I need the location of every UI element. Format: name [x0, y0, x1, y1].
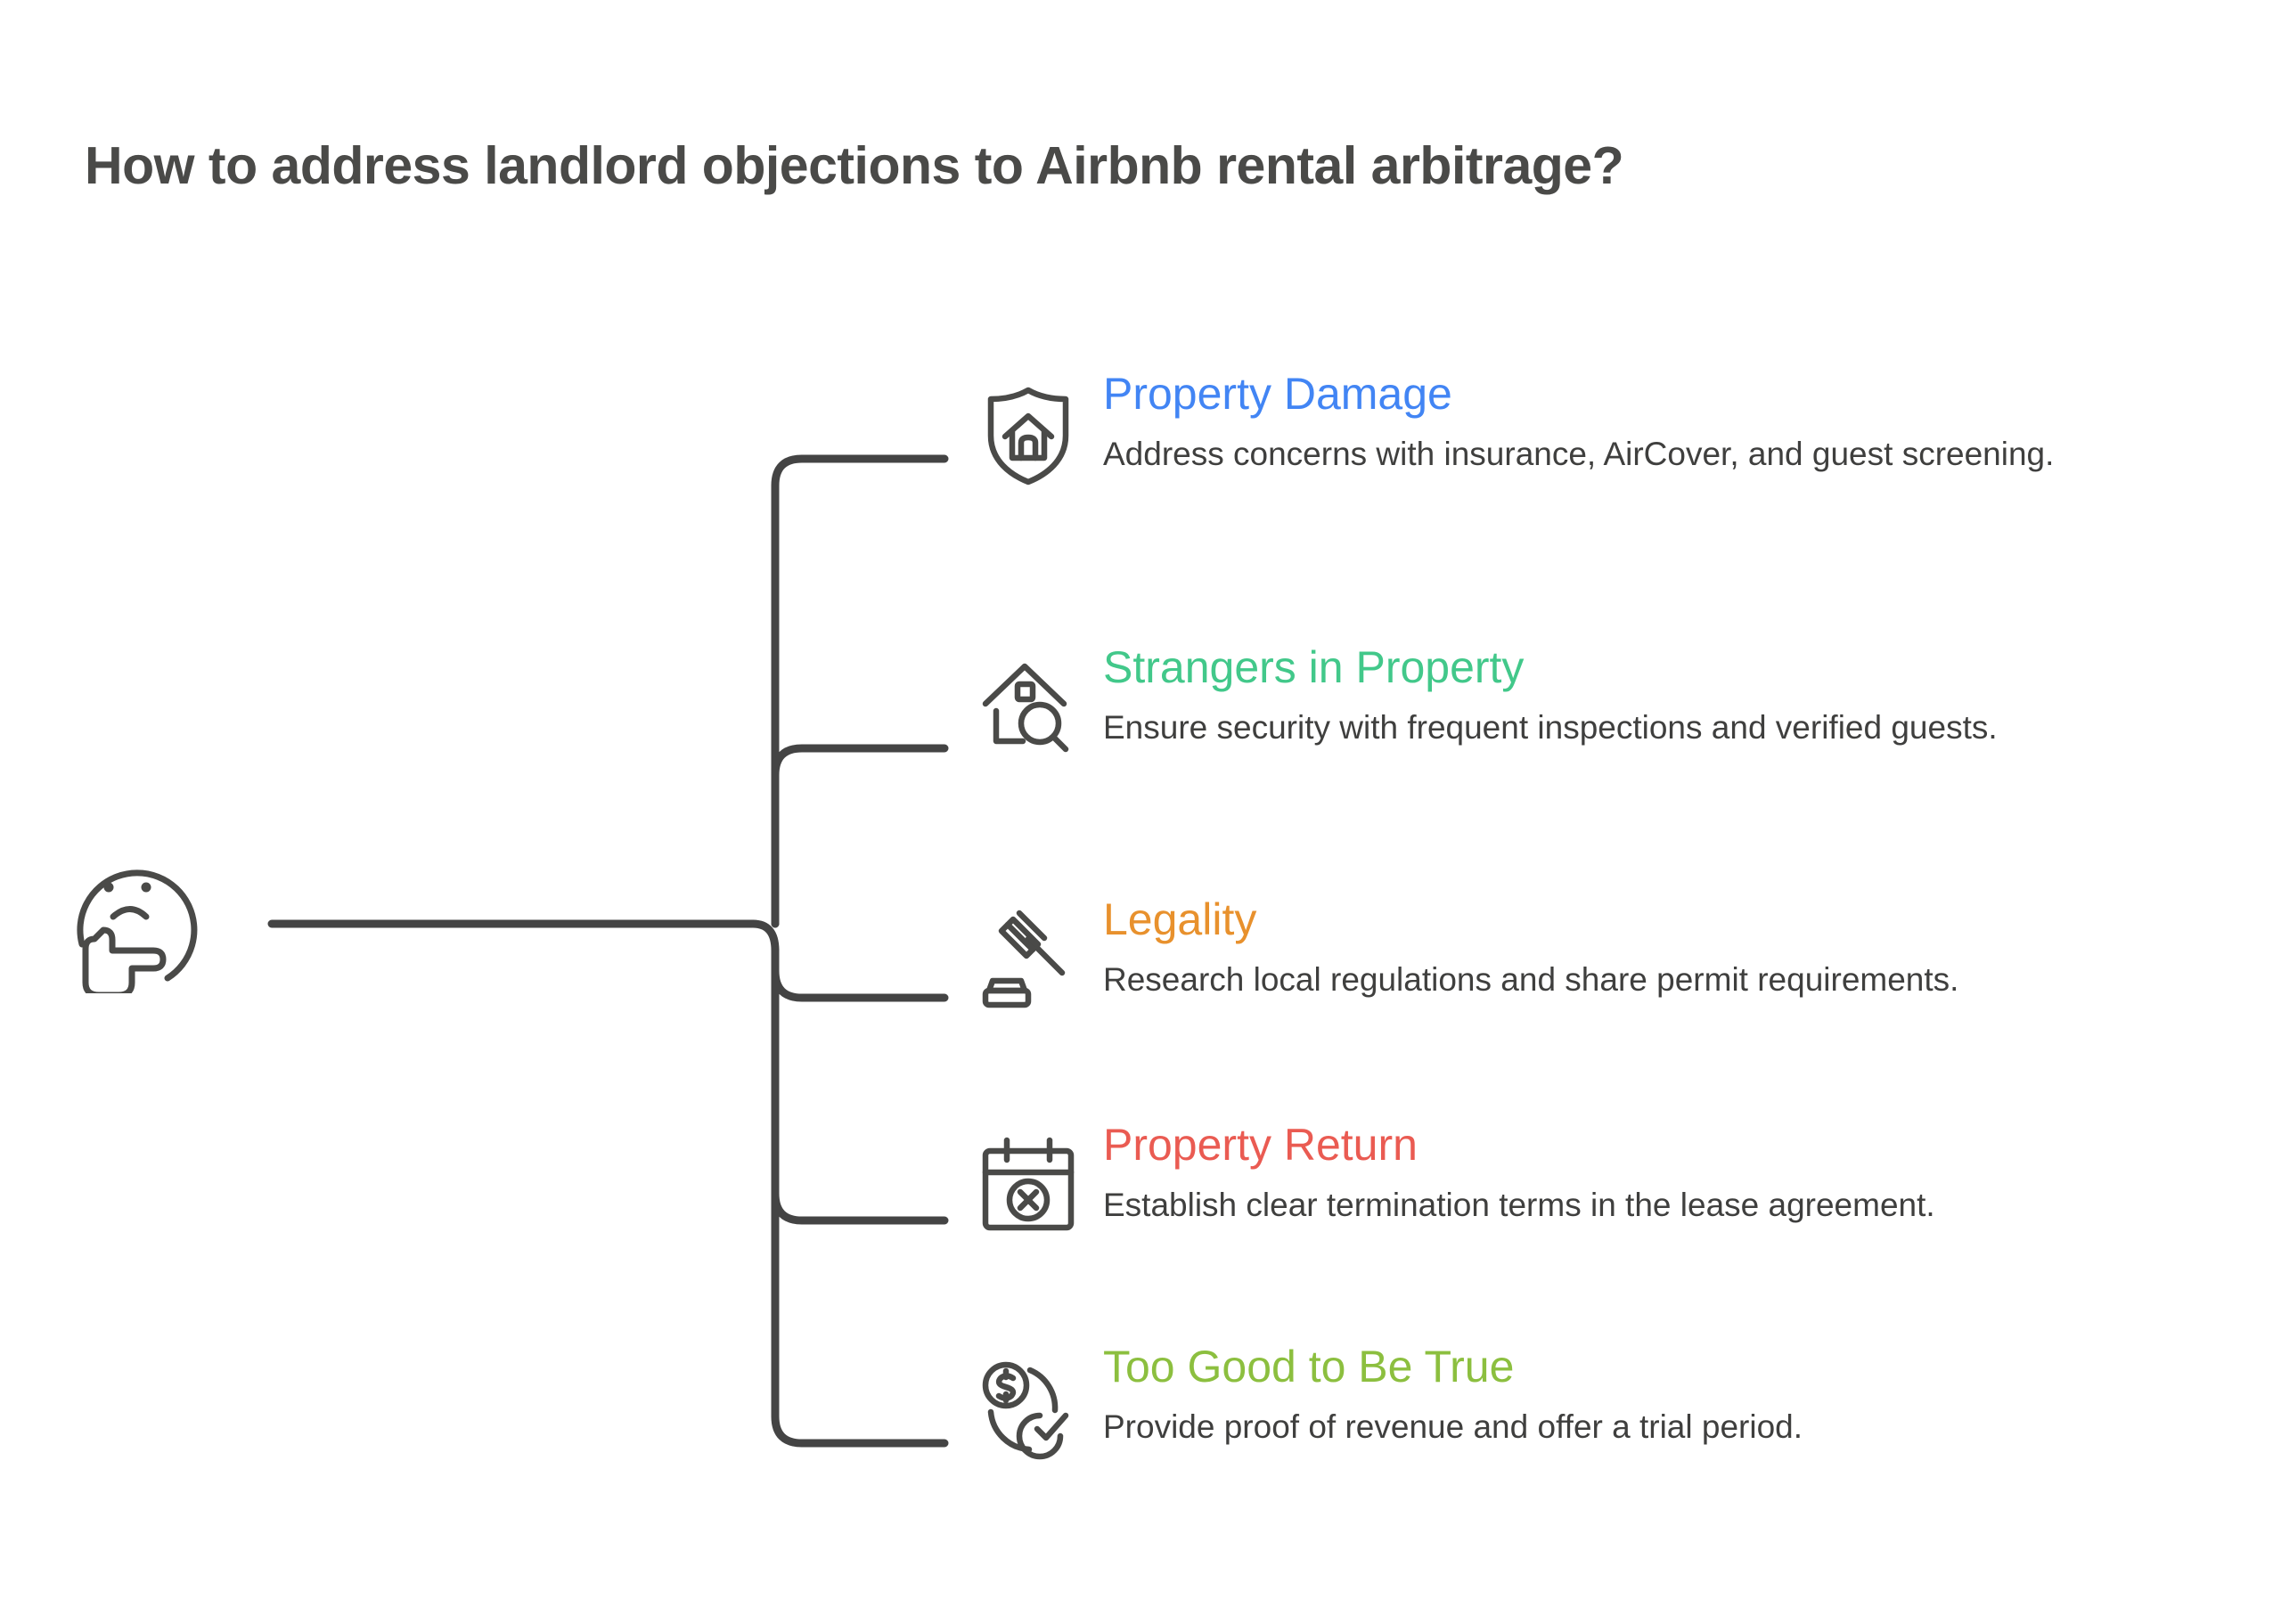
branch-line-0 — [771, 454, 949, 928]
branch-item-property-return[interactable]: Property Return Establish clear terminat… — [969, 1121, 1935, 1244]
branch-item-legality[interactable]: Legality Research local regulations and … — [969, 895, 1958, 1018]
thinking-face-icon — [77, 869, 198, 999]
branch-description: Address concerns with insurance, AirCove… — [1103, 436, 2055, 472]
branch-description: Ensure security with frequent inspection… — [1103, 709, 1998, 746]
branch-heading: Legality — [1103, 894, 1257, 944]
eye-left — [103, 882, 114, 893]
branch-heading: Strangers in Property — [1103, 642, 1525, 692]
shield-home-icon — [969, 375, 1087, 493]
branch-item-property-damage[interactable]: Property Damage Address concerns with in… — [969, 370, 2054, 493]
branch-item-too-good-to-be-true[interactable]: Too Good to Be True Provide proof of rev… — [969, 1342, 1803, 1465]
calendar-cancel-icon — [969, 1126, 1087, 1244]
branch-description: Establish clear termination terms in the… — [1103, 1187, 1935, 1223]
branch-line-2 — [748, 919, 949, 1002]
branch-heading: Property Return — [1103, 1120, 1418, 1170]
gavel-icon — [969, 901, 1087, 1018]
branch-text-block: Strangers in Property Ensure security wi… — [1103, 643, 1998, 750]
branch-line-3 — [771, 946, 949, 1225]
branch-heading: Too Good to Be True — [1103, 1342, 1515, 1391]
branch-text-block: Too Good to Be True Provide proof of rev… — [1103, 1342, 1803, 1449]
eye-right — [141, 882, 151, 893]
branch-description: Provide proof of revenue and offer a tri… — [1103, 1408, 1803, 1445]
house-search-icon — [969, 649, 1087, 766]
money-verified-icon — [969, 1348, 1087, 1465]
root-node[interactable] — [62, 846, 218, 999]
branch-heading: Property Damage — [1103, 369, 1452, 419]
branch-text-block: Property Return Establish clear terminat… — [1103, 1121, 1935, 1228]
page-title: How to address landlord objections to Ai… — [85, 136, 1624, 195]
branch-description: Research local regulations and share per… — [1103, 961, 1959, 998]
branch-text-block: Property Damage Address concerns with in… — [1103, 370, 2054, 477]
branch-text-block: Legality Research local regulations and … — [1103, 895, 1958, 1002]
branch-item-strangers-in-property[interactable]: Strangers in Property Ensure security wi… — [969, 643, 1998, 766]
branch-line-4 — [771, 946, 949, 1448]
branch-line-1 — [771, 744, 949, 928]
